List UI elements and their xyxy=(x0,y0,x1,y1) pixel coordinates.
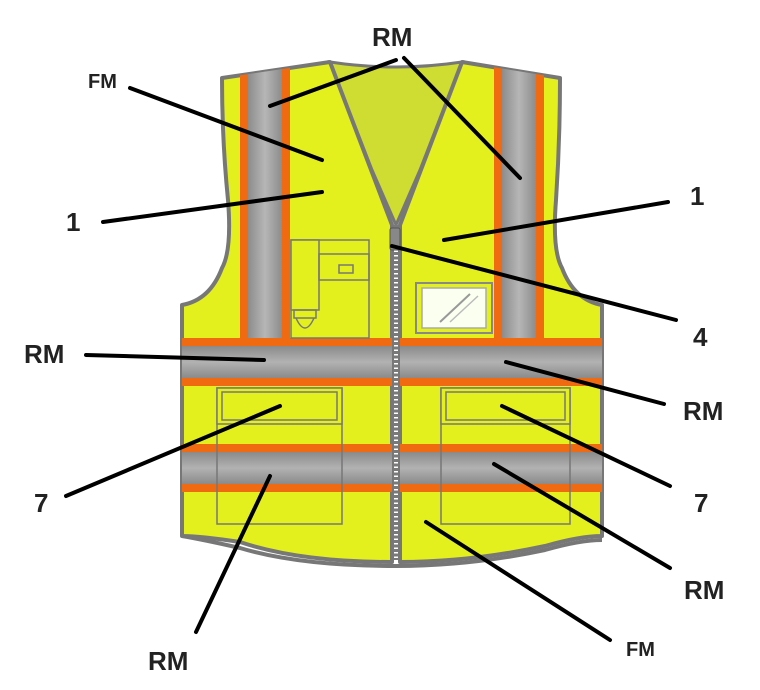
leader-seven-left xyxy=(64,404,282,498)
leader-fm-bottom xyxy=(424,520,612,642)
leader-rm-top-right xyxy=(402,56,522,180)
leader-rm-right-mid xyxy=(504,360,666,406)
label-seven-right: 7 xyxy=(694,488,709,518)
leader-rm-top-left xyxy=(268,58,398,108)
chest-pocket-left xyxy=(290,239,370,339)
leader-one-right xyxy=(442,200,670,242)
leader-rm-right-low xyxy=(492,462,672,570)
vest-left-panel xyxy=(180,60,394,564)
leader-four xyxy=(390,244,678,322)
leader-rm-bottom xyxy=(194,474,272,634)
label-four: 4 xyxy=(693,322,708,352)
leader-lines xyxy=(64,56,678,642)
label-one-right: 1 xyxy=(690,181,705,211)
label-seven-left: 7 xyxy=(34,488,49,518)
label-one-left: 1 xyxy=(66,207,81,237)
label-fm-bottom-right: FM xyxy=(626,639,655,661)
vest-right-panel xyxy=(398,60,604,564)
label-rm-left-mid: RM xyxy=(24,339,65,369)
leader-rm-left-mid xyxy=(84,353,266,362)
label-rm-right-low: RM xyxy=(684,575,725,605)
id-window xyxy=(415,282,493,334)
leader-one-left xyxy=(101,190,324,224)
leader-fm-top-left xyxy=(128,86,324,162)
label-rm-top: RM xyxy=(372,22,413,52)
label-rm-bottom: RM xyxy=(148,646,189,676)
label-rm-right-mid: RM xyxy=(683,396,724,426)
leader-seven-right xyxy=(500,404,672,488)
label-fm-top-left: FM xyxy=(88,71,117,93)
